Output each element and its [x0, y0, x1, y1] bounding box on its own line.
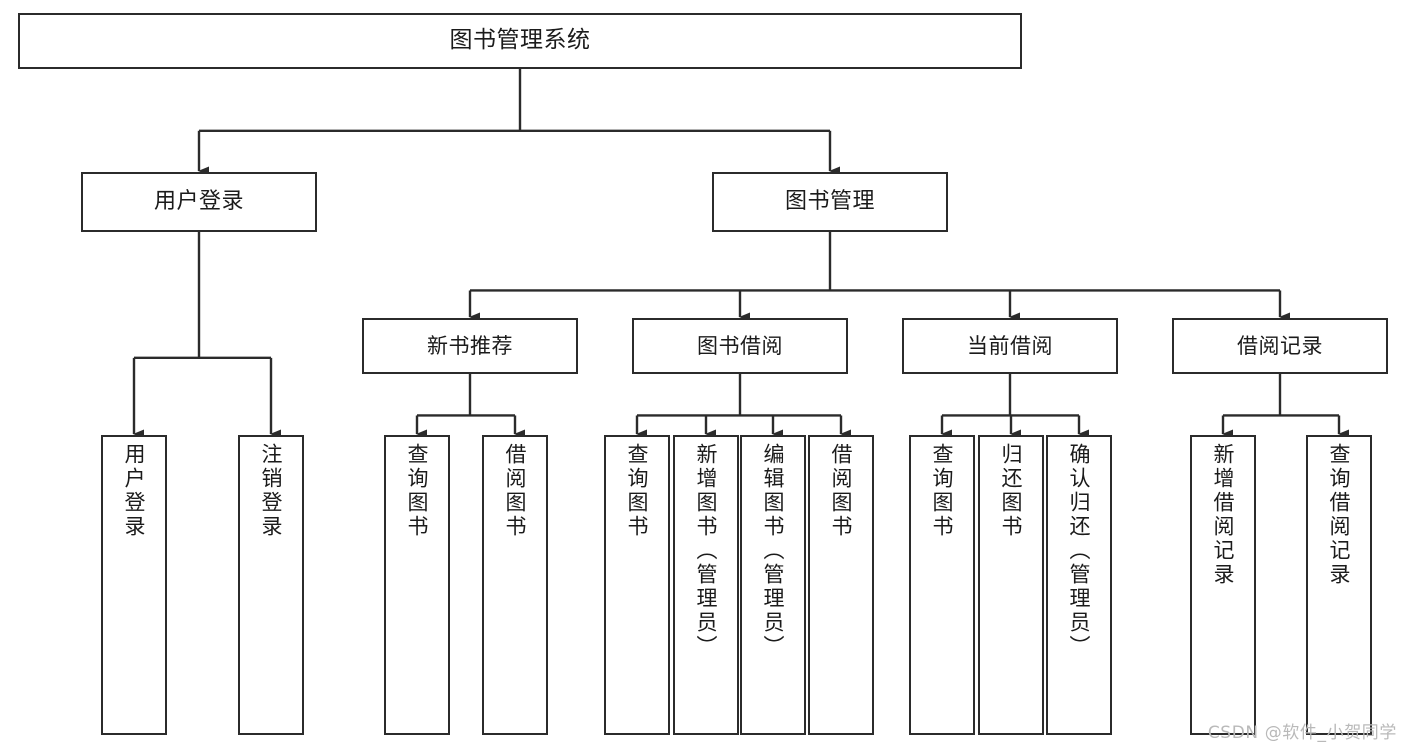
node-leaf-query-book-1[interactable]: 查询图书 — [384, 435, 450, 735]
node-book-borrow[interactable]: 图书借阅 — [632, 318, 848, 374]
node-leaf-add-book[interactable]: 新增图书（管理员） — [673, 435, 739, 735]
node-label: 新增借阅记录 — [1211, 443, 1236, 587]
node-leaf-query-record[interactable]: 查询借阅记录 — [1306, 435, 1372, 735]
node-label: 查询借阅记录 — [1327, 443, 1352, 587]
node-label: 当前借阅 — [967, 333, 1053, 358]
node-label: 图书管理系统 — [449, 27, 591, 54]
node-label: 确认归还（管理员） — [1067, 443, 1092, 659]
node-current-borrow[interactable]: 当前借阅 — [902, 318, 1118, 374]
node-book-manage[interactable]: 图书管理 — [712, 172, 948, 232]
node-borrow-record[interactable]: 借阅记录 — [1172, 318, 1388, 374]
node-label: 图书管理 — [784, 188, 875, 214]
node-label: 查询图书 — [405, 443, 430, 539]
node-label: 新增图书（管理员） — [694, 443, 719, 659]
node-leaf-query-book-3[interactable]: 查询图书 — [909, 435, 975, 735]
node-leaf-query-book-2[interactable]: 查询图书 — [604, 435, 670, 735]
node-leaf-borrow-book-1[interactable]: 借阅图书 — [482, 435, 548, 735]
node-leaf-user-logout[interactable]: 注销登录 — [238, 435, 304, 735]
node-label: 用户登录 — [122, 443, 147, 539]
node-label: 查询图书 — [930, 443, 955, 539]
node-leaf-confirm-return[interactable]: 确认归还（管理员） — [1046, 435, 1112, 735]
node-label: 注销登录 — [259, 443, 284, 539]
node-leaf-edit-book[interactable]: 编辑图书（管理员） — [740, 435, 806, 735]
node-leaf-user-login[interactable]: 用户登录 — [101, 435, 167, 735]
node-label: 借阅图书 — [503, 443, 528, 539]
node-label: 用户登录 — [153, 188, 244, 214]
node-label: 借阅图书 — [829, 443, 854, 539]
node-label: 借阅记录 — [1237, 333, 1323, 358]
node-leaf-borrow-book-2[interactable]: 借阅图书 — [808, 435, 874, 735]
watermark-text: CSDN @软件_小贺同学 — [1207, 723, 1397, 743]
node-root[interactable]: 图书管理系统 — [18, 13, 1022, 69]
node-leaf-return-book[interactable]: 归还图书 — [978, 435, 1044, 735]
node-label: 编辑图书（管理员） — [761, 443, 786, 659]
node-user-login[interactable]: 用户登录 — [81, 172, 317, 232]
node-new-book-rec[interactable]: 新书推荐 — [362, 318, 578, 374]
node-label: 新书推荐 — [427, 333, 513, 358]
node-label: 查询图书 — [625, 443, 650, 539]
node-leaf-add-record[interactable]: 新增借阅记录 — [1190, 435, 1256, 735]
node-label: 归还图书 — [999, 443, 1024, 539]
node-label: 图书借阅 — [697, 333, 783, 358]
